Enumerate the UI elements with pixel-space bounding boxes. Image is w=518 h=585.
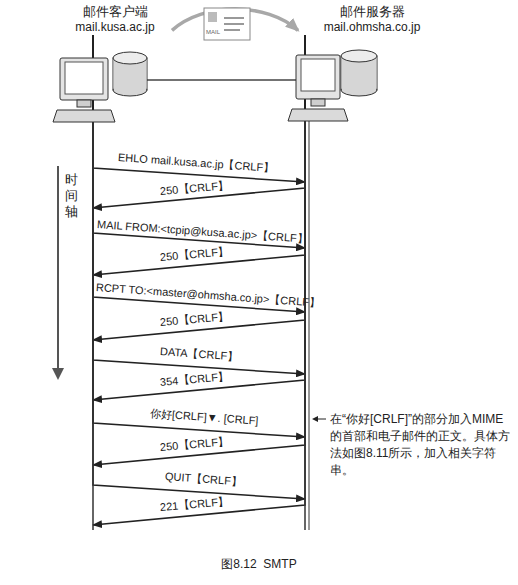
message-arrow xyxy=(93,35,305,374)
message-arrow xyxy=(93,35,305,312)
time-axis xyxy=(52,166,64,380)
figure-caption: 图8.12 SMTP xyxy=(0,556,518,573)
disk-symbol xyxy=(341,50,377,96)
computer-symbol xyxy=(288,55,348,121)
message-label: 221【CRLF】 xyxy=(159,495,229,514)
envelope-symbol xyxy=(204,8,250,40)
message-arrow xyxy=(93,35,305,208)
network-line xyxy=(147,79,296,81)
host-name: mail.kusa.ac.jp xyxy=(58,20,172,35)
message-label: 354【CRLF】 xyxy=(159,370,229,389)
axis-label: 时间轴 xyxy=(65,172,79,220)
message-arrow xyxy=(93,35,305,525)
message-label: MAIL FROM:<tcpip@kusa.ac.jp>【CRLF】 xyxy=(97,218,309,246)
mail-transfer-arrow xyxy=(172,9,298,30)
lifeline xyxy=(92,122,94,530)
message-arrow xyxy=(93,35,305,182)
computer-symbol xyxy=(53,58,115,122)
message-label: 250【CRLF】 xyxy=(159,245,229,264)
host-name: mail.ohmsha.co.jp xyxy=(298,20,446,35)
host-role: 邮件客户端 xyxy=(58,4,172,20)
message-label: DATA【CRLF】 xyxy=(160,345,239,363)
note-arrow xyxy=(312,416,326,422)
message-arrow xyxy=(93,35,305,465)
icon-text: MAIL xyxy=(206,29,236,36)
lifeline xyxy=(309,121,310,530)
host-role: 邮件服务器 xyxy=(298,4,446,20)
host-label: 邮件客户端mail.kusa.ac.jp xyxy=(58,4,172,35)
note-text: 在“你好[CRLF]”的部分加入MIME的首部和电子邮件的正文。具体方法如图8.… xyxy=(330,411,512,479)
message-label: 250【CRLF】 xyxy=(159,435,229,454)
message-label: 250【CRLF】 xyxy=(159,179,229,198)
disk-symbol xyxy=(113,52,147,96)
message-label: QUIT【CRLF】 xyxy=(165,470,243,488)
message-arrow xyxy=(93,35,305,499)
lifeline xyxy=(304,121,306,530)
message-label: 你好[CRLF]▼. [CRLF] xyxy=(150,407,259,428)
host-label: 邮件服务器mail.ohmsha.co.jp xyxy=(298,4,446,35)
message-arrow xyxy=(93,35,305,248)
message-label: 250【CRLF】 xyxy=(159,310,229,329)
message-arrow xyxy=(93,35,305,400)
